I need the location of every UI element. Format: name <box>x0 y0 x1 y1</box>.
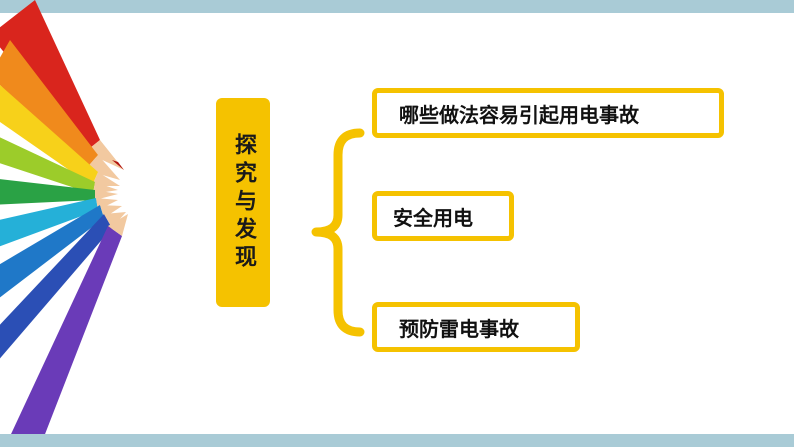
top-band <box>0 0 794 13</box>
bottom-band <box>0 434 794 447</box>
topic-item-lightning[interactable]: 预防雷电事故 <box>372 302 580 352</box>
curly-brace <box>311 128 365 337</box>
navy-pencil <box>0 212 126 359</box>
orange-pencil <box>0 40 120 180</box>
green-pencil <box>0 179 118 205</box>
topic-item-label: 哪些做法容易引起用电事故 <box>399 102 639 127</box>
topic-item-label: 预防雷电事故 <box>399 316 519 341</box>
yellow-pencil <box>0 85 120 186</box>
colored-pencils-illustration <box>0 0 128 447</box>
topic-item-safe-use[interactable]: 安全用电 <box>372 191 514 241</box>
title-box: 探究与发现 <box>216 98 270 307</box>
purple-pencil <box>5 214 128 447</box>
page-title: 探究与发现 <box>231 132 256 273</box>
topic-item-accidents[interactable]: 哪些做法容易引起用电事故 <box>372 88 724 138</box>
topic-item-label: 安全用电 <box>393 205 473 230</box>
red-pencil <box>0 0 124 170</box>
